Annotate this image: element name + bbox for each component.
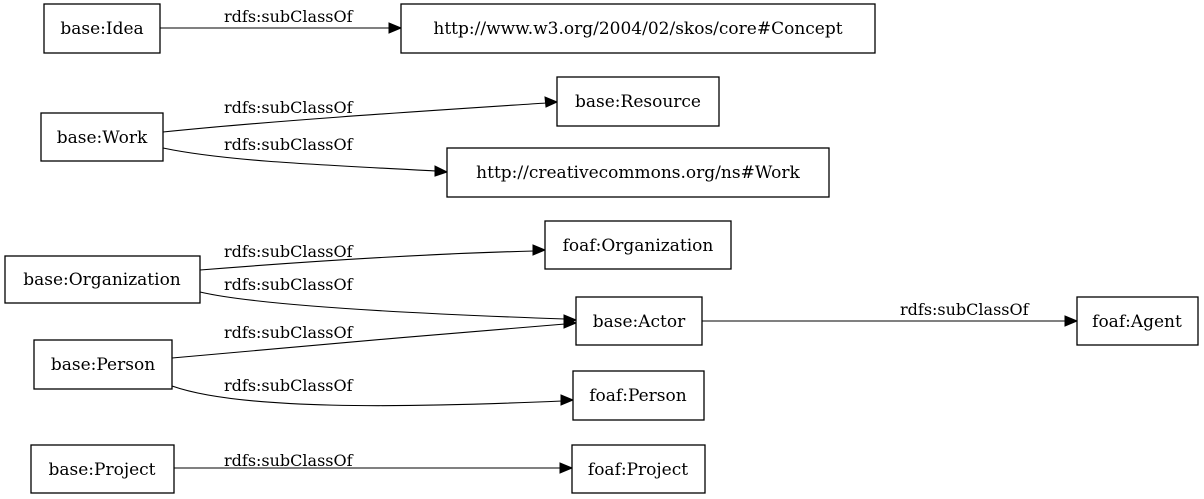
edge-line xyxy=(199,291,566,320)
node-label: base:Resource xyxy=(575,92,701,112)
edge-line xyxy=(162,147,437,172)
edge-line xyxy=(171,385,563,407)
node-label: base:Work xyxy=(57,128,148,148)
edge-line xyxy=(199,250,535,271)
node-base-project: base:Project xyxy=(30,444,175,494)
edge-label: rdfs:subClassOf xyxy=(224,98,354,117)
node-label: foaf:Organization xyxy=(563,236,714,256)
edge-arrowhead xyxy=(544,96,559,108)
node-base-resource: base:Resource xyxy=(556,76,720,127)
node-base-idea: base:Idea xyxy=(43,3,161,54)
node-base-actor: base:Actor xyxy=(575,296,703,346)
node-label: http://www.w3.org/2004/02/skos/core#Conc… xyxy=(433,19,842,39)
edge-person-actor: rdfs:subClassOf xyxy=(171,317,578,359)
edge-label: rdfs:subClassOf xyxy=(224,275,354,294)
edge-arrowhead xyxy=(563,317,578,329)
node-foaf-person: foaf:Person xyxy=(572,370,705,421)
edge-label: rdfs:subClassOf xyxy=(900,300,1030,319)
edge-label: rdfs:subClassOf xyxy=(224,451,354,470)
edge-line xyxy=(162,102,547,133)
edge-arrowhead xyxy=(434,165,449,177)
node-skos-concept: http://www.w3.org/2004/02/skos/core#Conc… xyxy=(400,3,876,54)
edge-label: rdfs:subClassOf xyxy=(224,242,354,261)
node-foaf-project: foaf:Project xyxy=(571,444,706,494)
node-label: foaf:Person xyxy=(589,386,687,406)
edge-idea-concept: rdfs:subClassOf xyxy=(160,7,403,34)
edge-label: rdfs:subClassOf xyxy=(224,376,354,395)
edge-arrowhead xyxy=(559,462,574,474)
node-label: base:Organization xyxy=(23,270,181,290)
edge-project-foafproject: rdfs:subClassOf xyxy=(174,451,574,474)
node-base-work: base:Work xyxy=(40,112,164,162)
edge-work-resource: rdfs:subClassOf xyxy=(162,96,559,133)
edge-arrowhead xyxy=(532,244,547,256)
node-label: foaf:Project xyxy=(588,460,688,480)
edge-arrowhead xyxy=(560,394,575,406)
edge-organization-actor: rdfs:subClassOf xyxy=(199,275,578,326)
edge-arrowhead xyxy=(388,22,403,34)
node-base-organization: base:Organization xyxy=(4,255,201,304)
edge-arrowhead xyxy=(1064,315,1079,327)
node-label: base:Project xyxy=(48,460,155,480)
edge-work-ccwork: rdfs:subClassOf xyxy=(162,135,449,177)
edge-label: rdfs:subClassOf xyxy=(224,7,354,26)
node-cc-work: http://creativecommons.org/ns#Work xyxy=(446,147,830,198)
node-label: base:Person xyxy=(51,355,155,375)
node-foaf-organization: foaf:Organization xyxy=(544,220,732,270)
edge-label: rdfs:subClassOf xyxy=(224,135,354,154)
edge-line xyxy=(171,323,566,359)
edge-organization-foaforganization: rdfs:subClassOf xyxy=(199,242,547,271)
node-label: base:Actor xyxy=(593,312,686,332)
edge-label: rdfs:subClassOf xyxy=(224,323,354,342)
edge-actor-agent: rdfs:subClassOf xyxy=(702,300,1079,327)
node-label: http://creativecommons.org/ns#Work xyxy=(476,163,800,183)
node-label: base:Idea xyxy=(60,19,143,39)
node-base-person: base:Person xyxy=(33,339,173,390)
edge-person-foafperson: rdfs:subClassOf xyxy=(171,376,575,407)
node-label: foaf:Agent xyxy=(1092,312,1182,332)
node-foaf-agent: foaf:Agent xyxy=(1076,296,1199,346)
